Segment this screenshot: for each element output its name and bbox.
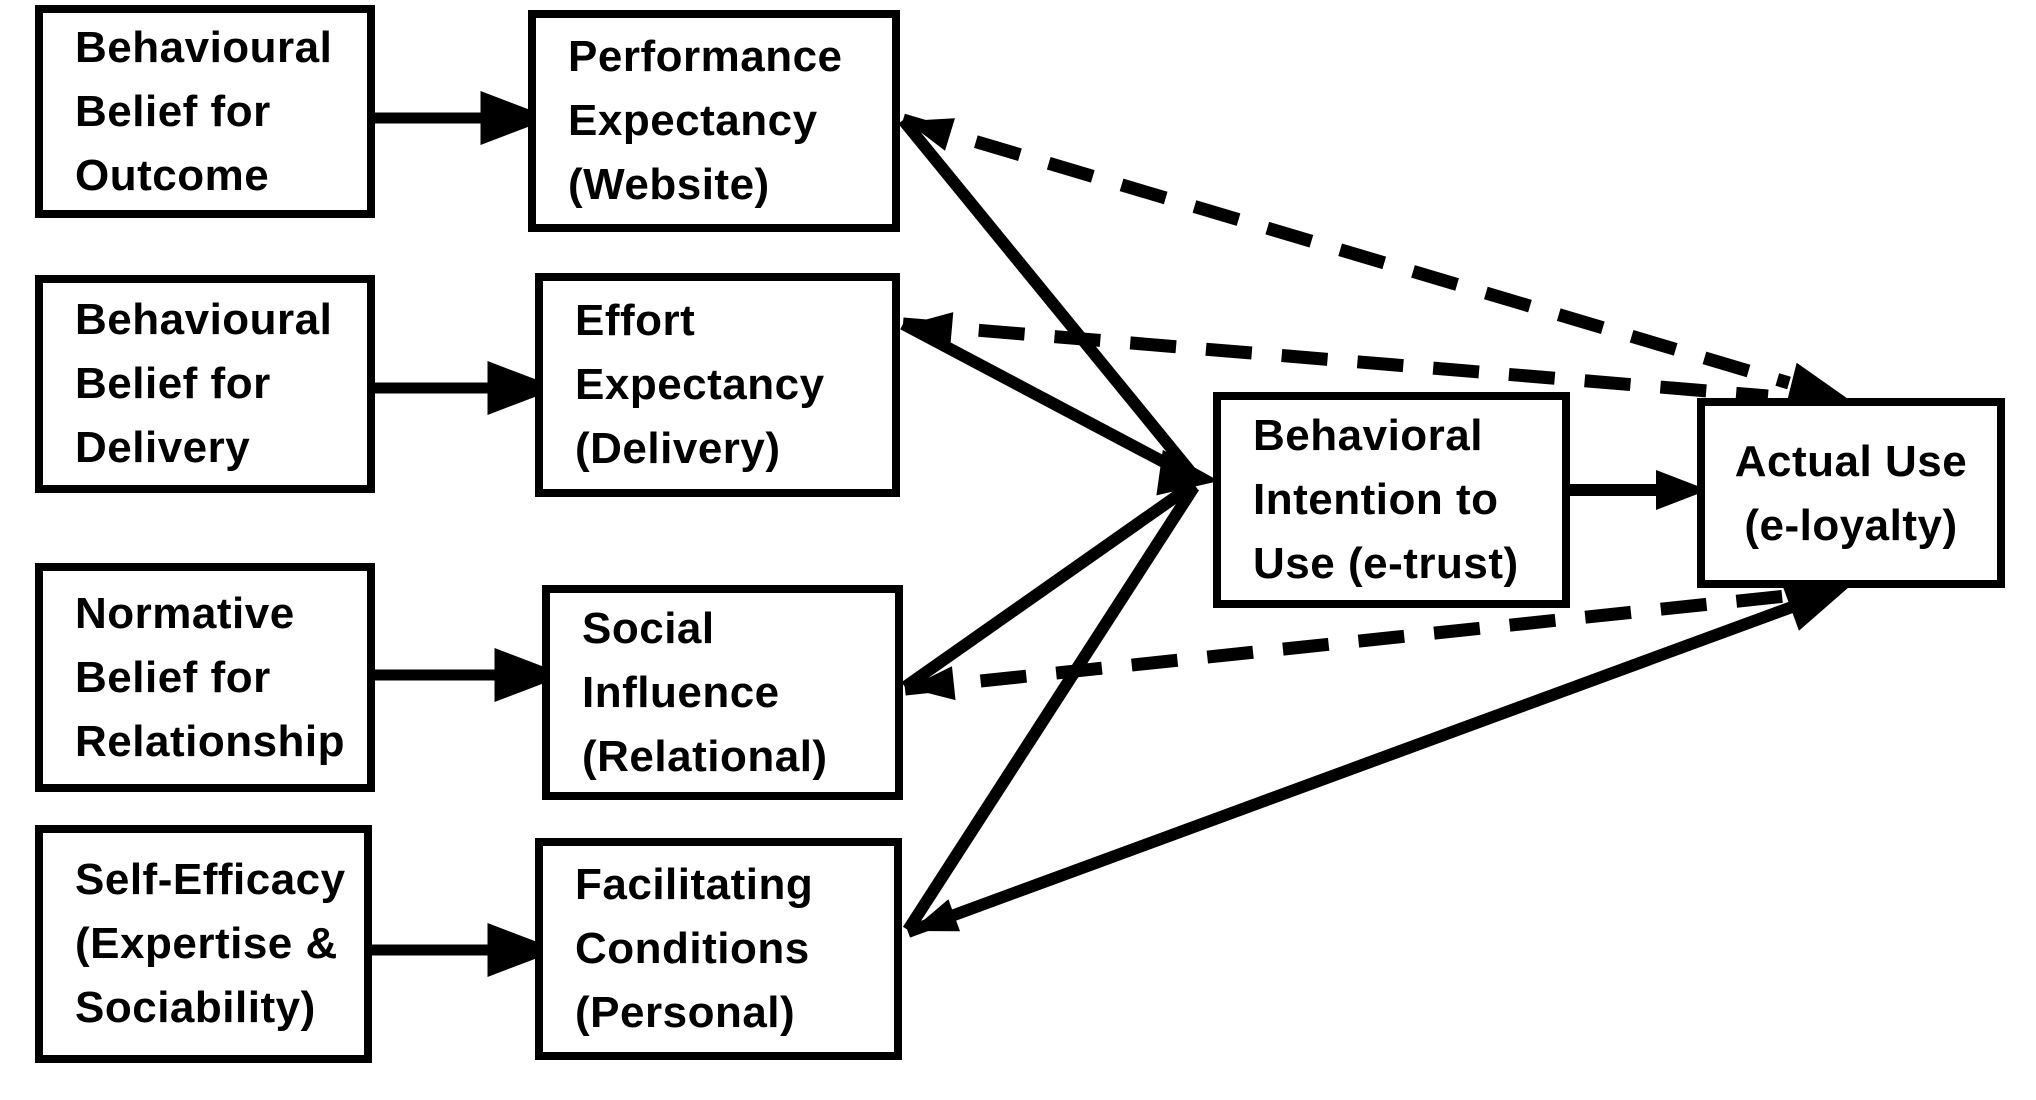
back-arrowhead-at-facilitating [911,899,961,932]
box-social-influence: Social Influence (Relational) [542,585,903,800]
box-actual-use: Actual Use (e-loyalty) [1697,398,2005,588]
edge-facilitating-to-intention [902,483,1200,934]
box-facilitating-conditions: Facilitating Conditions (Personal) [535,838,902,1060]
arrowhead-into-social [494,648,566,702]
box-behavioural-belief-outcome: Behavioural Belief for Outcome [35,5,375,218]
box-effort-expectancy: Effort Expectancy (Delivery) [535,273,900,497]
box-behavioral-intention: Behavioral Intention to Use (e-trust) [1213,392,1570,608]
edge-performance-to-intention [898,116,1199,480]
arrowhead-into-facilitating [487,923,559,977]
arrowhead-into-effort [487,361,559,415]
edge-effort-to-actualuse-dashed [902,317,1769,403]
edge-social-to-intention [901,479,1198,692]
arrowhead-into-actualuse-left [1656,470,1708,510]
arrowhead-into-actualuse-top [1785,362,1851,410]
edge-effort-to-intention [900,318,1197,484]
box-normative-belief-relationship: Normative Belief for Relationship [35,563,375,792]
back-arrowhead-at-performance [906,118,955,151]
arrowhead-into-actualuse-bottom [1782,585,1849,631]
box-behavioural-belief-delivery: Behavioural Belief for Delivery [35,275,375,493]
box-performance-expectancy: Performance Expectancy (Website) [528,10,900,232]
edge-performance-to-actualuse-dashed [901,113,1791,390]
back-arrowhead-at-effort [906,312,954,346]
edge-facilitating-to-actualuse [905,598,1803,938]
box-self-efficacy: Self-Efficacy (Expertise & Sociability) [35,825,372,1063]
back-arrowhead-at-social [908,666,956,701]
arrowhead-into-performance [480,91,552,145]
edge-social-to-actualuse-dashed [904,589,1787,696]
arrowhead-into-intention [1156,449,1219,496]
